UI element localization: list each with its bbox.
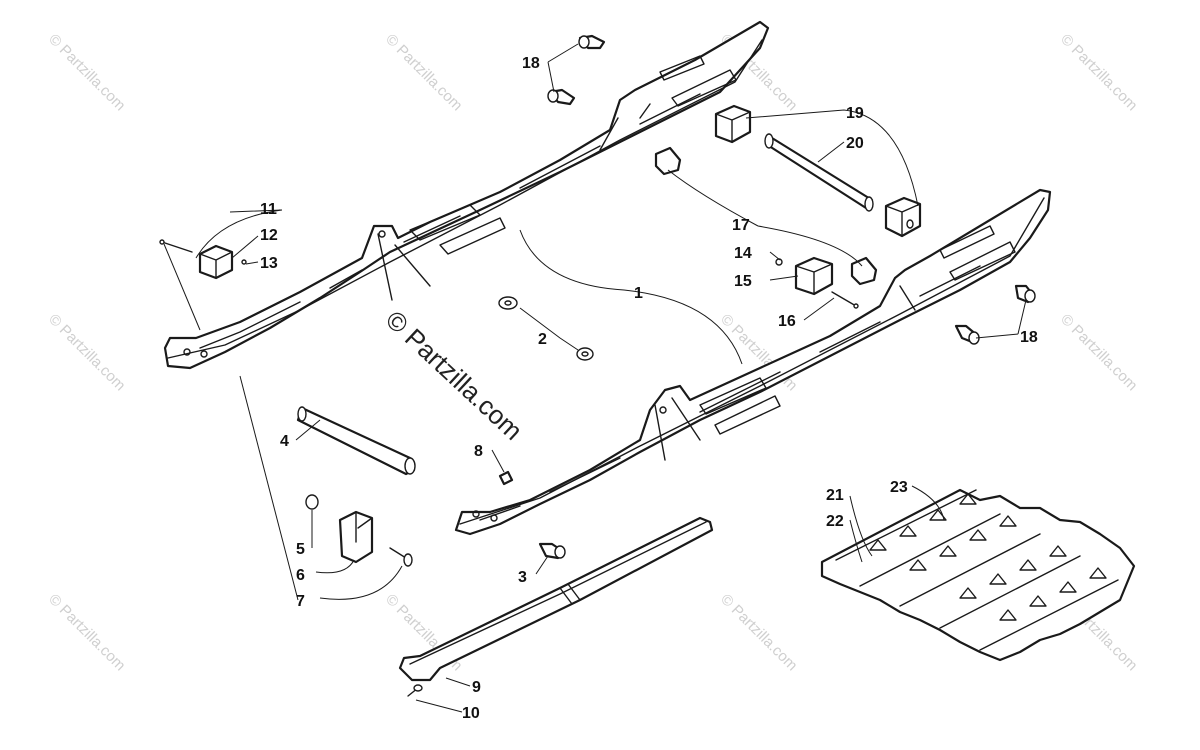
watermark: © Partzilla.com xyxy=(45,31,128,114)
leader-lines xyxy=(163,43,1027,713)
center-watermark: © Partzilla.com xyxy=(380,304,529,445)
callout-4: 4 xyxy=(280,433,289,450)
callout-15: 15 xyxy=(734,273,752,290)
small-blocks xyxy=(198,244,834,296)
callout-12: 12 xyxy=(260,227,278,244)
callout-18-right: 18 xyxy=(1020,329,1038,346)
watermark: © Partzilla.com xyxy=(382,31,465,114)
callout-7: 7 xyxy=(296,593,305,610)
wear-strip xyxy=(398,516,714,682)
watermark: © Partzilla.com xyxy=(717,591,800,674)
rail-left xyxy=(163,20,770,370)
callout-23: 23 xyxy=(890,479,908,496)
spacers xyxy=(654,146,878,286)
watermark: © Partzilla.com xyxy=(45,311,128,394)
callout-14: 14 xyxy=(734,245,752,262)
rear-axle xyxy=(764,133,874,212)
callout-18-top: 18 xyxy=(522,55,540,72)
callout-11: 11 xyxy=(260,201,277,218)
track-section xyxy=(820,488,1136,662)
watermark: © Partzilla.com xyxy=(1057,31,1140,114)
fasteners xyxy=(159,34,1036,697)
callout-2: 2 xyxy=(538,331,547,348)
callout-8: 8 xyxy=(474,443,483,460)
callout-9: 9 xyxy=(472,679,481,696)
callout-17: 17 xyxy=(732,217,750,234)
callout-6: 6 xyxy=(296,567,305,584)
rear-blocks xyxy=(714,104,922,238)
callout-5: 5 xyxy=(296,541,305,558)
callout-labels: 1 2 3 4 5 6 7 8 9 10 11 12 13 14 15 16 1… xyxy=(260,55,1038,722)
callout-13: 13 xyxy=(260,255,278,272)
callout-20: 20 xyxy=(846,135,864,152)
callout-10: 10 xyxy=(462,705,480,722)
washers xyxy=(498,296,594,361)
callout-1: 1 xyxy=(634,285,643,302)
callout-19: 19 xyxy=(846,105,864,122)
watermark: © Partzilla.com xyxy=(1057,311,1140,394)
front-bumper xyxy=(338,510,374,564)
callout-3: 3 xyxy=(518,569,527,586)
callout-16: 16 xyxy=(778,313,796,330)
front-axle xyxy=(296,406,416,476)
watermark: © Partzilla.com xyxy=(45,591,128,674)
callout-22: 22 xyxy=(826,513,844,530)
callout-21: 21 xyxy=(826,487,844,504)
rail-right xyxy=(454,188,1052,536)
